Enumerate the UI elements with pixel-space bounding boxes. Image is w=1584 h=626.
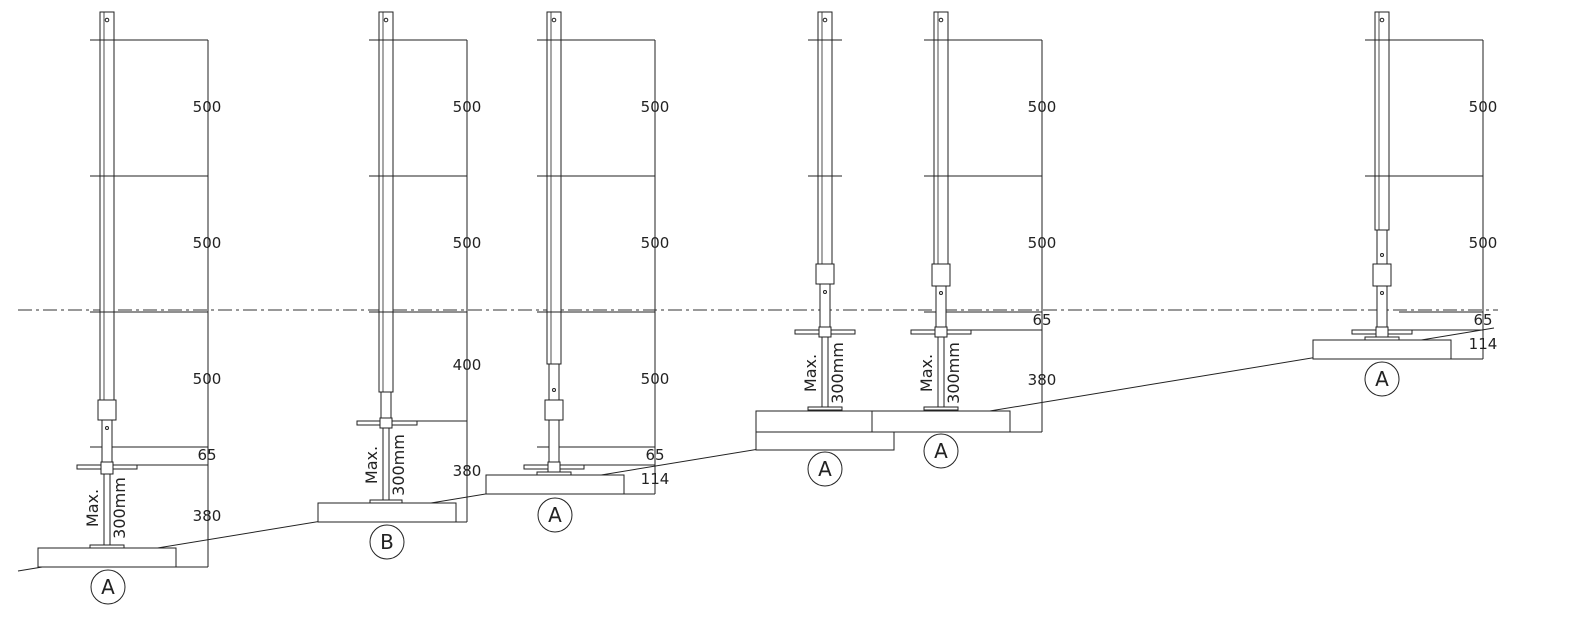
support-3-dim-4: 65 xyxy=(645,446,664,464)
support-6-dim-2: 500 xyxy=(1469,234,1498,252)
support-6-dim-1: 500 xyxy=(1469,98,1498,116)
support-3-dim-2: 500 xyxy=(641,234,670,252)
support-2-max-value: 300mm xyxy=(389,434,408,496)
support-6-base-label: A xyxy=(1375,367,1389,391)
support-2-dim-2: 500 xyxy=(453,234,482,252)
support-1-max-value: 300mm xyxy=(110,477,129,539)
support-2-dim-3: 400 xyxy=(453,356,482,374)
support-4-base-label: A xyxy=(818,457,832,481)
support-2-dim-1: 500 xyxy=(453,98,482,116)
support-2-dim-4: 380 xyxy=(453,462,482,480)
support-4-max-note: Max. xyxy=(801,354,820,392)
support-6: 500 500 65 114 A xyxy=(1312,11,1498,397)
support-6-dim-4: 114 xyxy=(1469,335,1498,353)
support-5-max-value: 300mm xyxy=(944,342,963,404)
support-2-base-label: B xyxy=(380,530,394,554)
support-1-dim-1: 500 xyxy=(193,98,222,116)
support-5-dim-1: 500 xyxy=(1028,98,1057,116)
support-2-max-note: Max. xyxy=(362,446,381,484)
support-5-base-label: A xyxy=(934,439,948,463)
support-5-max-note: Max. xyxy=(917,354,936,392)
support-6-dim-3: 65 xyxy=(1473,311,1492,329)
support-3-dim-5: 114 xyxy=(641,470,670,488)
support-5-dim-2: 500 xyxy=(1028,234,1057,252)
support-1-max-note: Max. xyxy=(83,489,102,527)
support-1-dim-4: 65 xyxy=(197,446,216,464)
support-5: 500 500 65 380 Max. 300mm A xyxy=(871,11,1057,469)
support-1-base-label: A xyxy=(101,575,115,599)
support-1-dim-5: 380 xyxy=(193,507,222,525)
support-1-dim-3: 500 xyxy=(193,370,222,388)
support-3-base-label: A xyxy=(548,503,562,527)
support-1: 500 500 500 65 380 Max. 300mm A xyxy=(37,11,222,605)
support-5-dim-3: 65 xyxy=(1032,311,1051,329)
support-4-max-value: 300mm xyxy=(828,342,847,404)
support-3-dim-1: 500 xyxy=(641,98,670,116)
support-2: 500 500 400 380 Max. 300mm B xyxy=(317,11,482,560)
support-3: 500 500 500 65 114 A xyxy=(485,11,670,533)
support-3-dim-3: 500 xyxy=(641,370,670,388)
support-1-dim-2: 500 xyxy=(193,234,222,252)
support-5-dim-4: 380 xyxy=(1028,371,1057,389)
support-4: Max. 300mm A xyxy=(755,11,895,487)
